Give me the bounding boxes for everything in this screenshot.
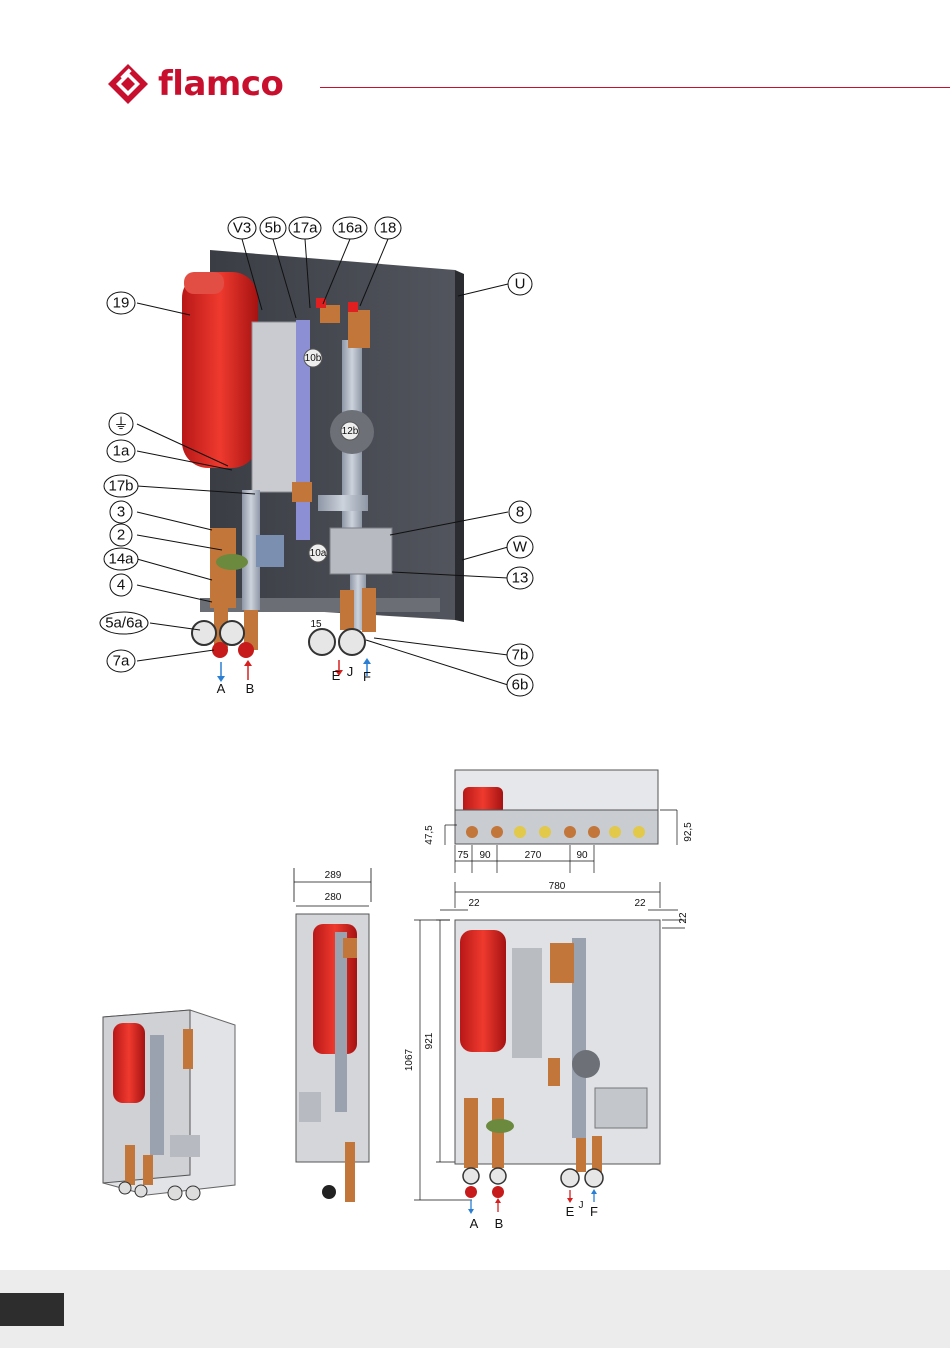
part-label-10a: 10a: [310, 548, 327, 559]
callouts-right: U 8 W 13 7b 6b: [507, 273, 533, 696]
dim-90-a: 90: [479, 850, 491, 861]
flamco-logo: flamco: [106, 62, 283, 106]
main-figure: A B E J F 10b 12b 10a 15 19 ⏚ 1a 17b 3 2…: [0, 210, 560, 710]
part-label-10b: 10b: [305, 353, 322, 364]
callout-17a: 17a: [292, 220, 318, 237]
callout-17b: 17b: [108, 478, 133, 495]
green-filter: [216, 554, 248, 570]
connection-label-E: E: [332, 668, 341, 683]
callout-V3: V3: [233, 220, 251, 237]
dim-47-5: 47,5: [424, 825, 435, 845]
callout-1a: 1a: [113, 443, 130, 460]
heat-exchanger: [252, 322, 298, 492]
dim-92-5: 92,5: [683, 822, 694, 842]
connection-label-F: F: [363, 669, 371, 684]
callout-14a: 14a: [108, 551, 134, 568]
dim-280: 280: [325, 892, 342, 903]
dim-75: 75: [457, 850, 469, 861]
callout-18: 18: [380, 220, 397, 237]
side-view: 289 280: [285, 862, 385, 1217]
callouts-top: V3 5b 17a 16a 18: [228, 217, 401, 239]
brand-name: flamco: [158, 64, 283, 104]
callouts-left: 19 ⏚ 1a 17b 3 2 14a 4 5a/6a 7a: [100, 292, 148, 672]
connection-label-J: J: [347, 664, 354, 679]
red-valve-cap: [348, 302, 358, 312]
callout-W: W: [513, 539, 528, 556]
dim-921: 921: [424, 1032, 435, 1049]
page-number-tab: [0, 1293, 64, 1326]
expansion-vessel: [182, 272, 258, 468]
callout-U: U: [515, 276, 526, 293]
callout-2: 2: [117, 527, 125, 544]
flamco-logo-icon: [106, 62, 150, 106]
footer-band: [0, 1270, 950, 1348]
connection-label-A: A: [217, 681, 226, 696]
isometric-view: [95, 1005, 245, 1205]
dim-22-right: 22: [634, 898, 646, 909]
red-valve: [212, 642, 228, 658]
connection-label-B: B: [246, 681, 255, 696]
front-connection-J: J: [579, 1200, 584, 1211]
callout-7b: 7b: [512, 647, 529, 664]
front-connection-F: F: [590, 1204, 598, 1219]
callout-16a: 16a: [337, 220, 363, 237]
callout-5b: 5b: [265, 220, 282, 237]
callout-5a-6a: 5a/6a: [105, 615, 143, 632]
red-valve: [238, 642, 254, 658]
callout-7a: 7a: [113, 653, 130, 670]
bottom-view: 47,5 92,5 75 90 270 90: [415, 765, 705, 880]
control-box: [256, 535, 284, 567]
front-connection-B: B: [495, 1216, 504, 1231]
dim-289: 289: [325, 870, 342, 881]
dim-780: 780: [549, 881, 566, 892]
callout-3: 3: [117, 504, 125, 521]
callout-8: 8: [516, 504, 524, 521]
front-connection-A: A: [470, 1216, 479, 1231]
callout-19: 19: [113, 295, 130, 312]
callout-6b: 6b: [512, 677, 529, 694]
dim-22-top: 22: [678, 912, 689, 924]
dim-90-b: 90: [576, 850, 588, 861]
front-connection-E: E: [566, 1204, 575, 1219]
front-view: 780 22 22 22 1067 921 A B E J F: [400, 878, 700, 1240]
header-rule: [320, 87, 950, 88]
callout-earth: ⏚: [113, 416, 128, 433]
part-label-12b: 12b: [342, 426, 359, 437]
dim-22-left: 22: [468, 898, 480, 909]
callout-13: 13: [512, 570, 529, 587]
dim-270: 270: [525, 850, 542, 861]
callout-4: 4: [117, 577, 125, 594]
pump-10a: [330, 528, 392, 574]
part-label-15: 15: [310, 619, 322, 630]
dim-1067: 1067: [404, 1048, 415, 1071]
